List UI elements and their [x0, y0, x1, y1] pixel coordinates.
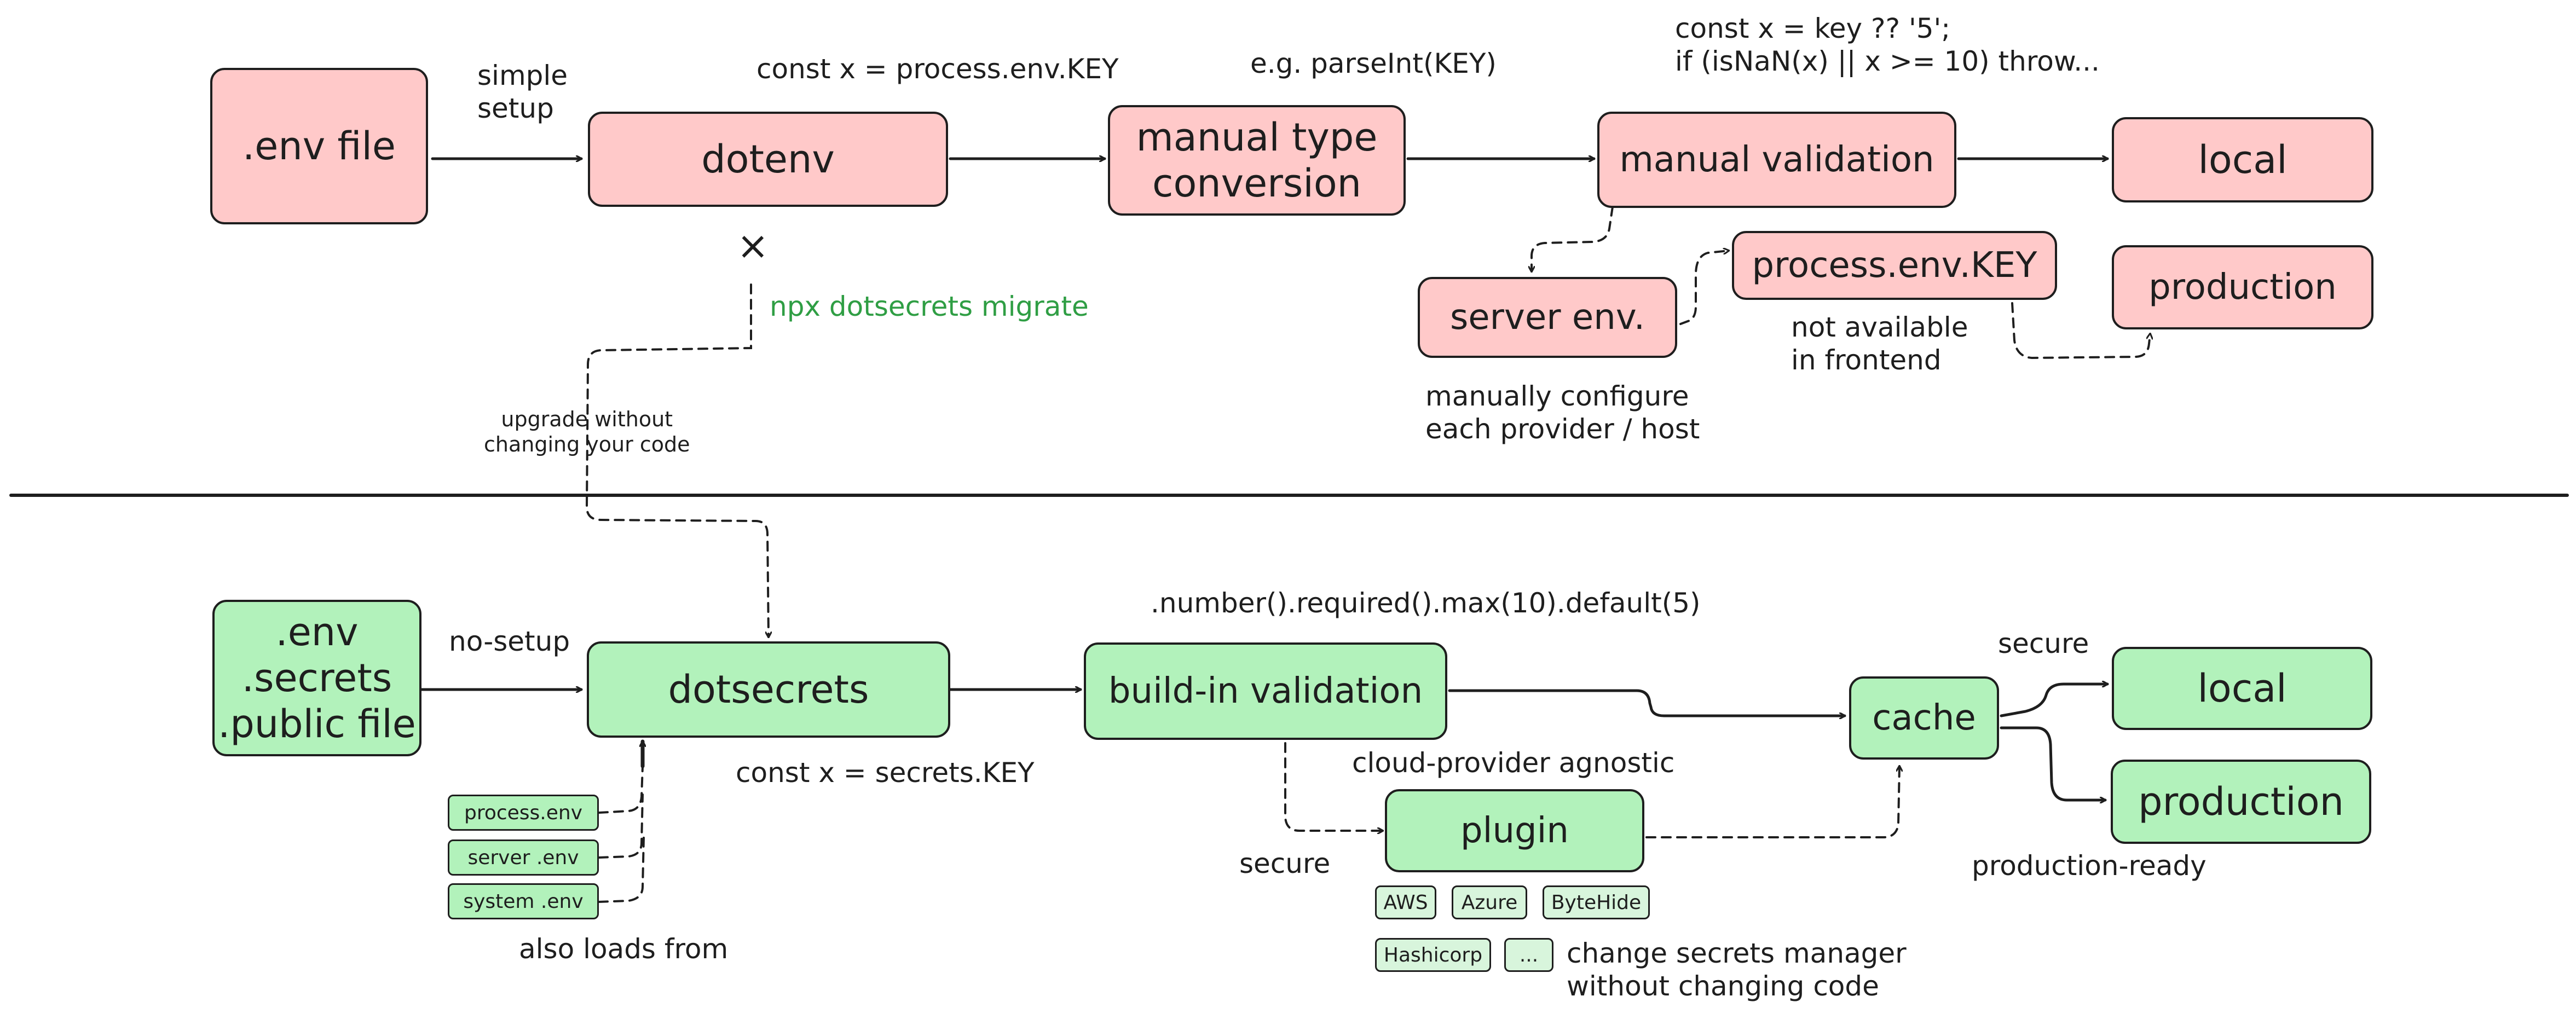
- not-available-label: not available in frontend: [1791, 311, 1968, 376]
- no-setup-label: no-setup: [449, 626, 570, 657]
- local-box-bottom: local: [2112, 647, 2372, 730]
- arrow-validation-to-cache: [1448, 689, 1846, 716]
- dashed-plugin-to-cache: [1645, 766, 1899, 838]
- env-secrets-public-box: .env .secrets .public file: [212, 600, 421, 756]
- change-manager-label: change secrets manager without changing …: [1567, 937, 1907, 1002]
- manual-validation-box: manual validation: [1597, 112, 1956, 208]
- dashed-processenv-to-production: [2011, 302, 2150, 360]
- server-env-box: server env.: [1418, 277, 1677, 358]
- manual-type-conversion-box: manual type conversion: [1108, 105, 1406, 216]
- arrow-cache-to-local: [2000, 684, 2109, 717]
- provider-chip-aws: AWS: [1375, 885, 1436, 919]
- const-secrets-label: const x = secrets.KEY: [736, 757, 1035, 789]
- migrate-command-label: npx dotsecrets migrate: [770, 291, 1089, 322]
- close-icon: ×: [737, 223, 769, 268]
- simple-setup-label: simple setup: [477, 60, 568, 124]
- dotenv-box: dotenv: [588, 112, 948, 207]
- dashed-validation-to-plugin: [1284, 742, 1384, 831]
- upgrade-label: upgrade without changing your code: [484, 407, 690, 456]
- secure-label-cache: secure: [1998, 628, 2089, 659]
- validation-code-label: const x = key ?? '5'; if (isNaN(x) || x …: [1675, 13, 2100, 77]
- secure-label-plugin: secure: [1239, 848, 1331, 879]
- plugin-box: plugin: [1385, 789, 1644, 872]
- production-box-top: production: [2112, 245, 2373, 329]
- chain-label: .number().required().max(10).default(5): [1151, 587, 1701, 619]
- env-file-box: .env file: [210, 68, 428, 224]
- loader-chip-system-env: system .env: [448, 883, 599, 919]
- local-box-top: local: [2112, 117, 2373, 202]
- production-ready-label: production-ready: [1972, 850, 2207, 882]
- production-box-bottom: production: [2111, 760, 2371, 844]
- dashed-loaders-to-dotsecrets: [598, 765, 645, 903]
- cache-box: cache: [1849, 676, 1999, 760]
- const-process-label: const x = process.env.KEY: [756, 53, 1119, 85]
- provider-chip-bytehide: ByteHide: [1543, 885, 1650, 919]
- loader-chip-server-env: server .env: [448, 839, 599, 876]
- cloud-agnostic-label: cloud-provider agnostic: [1352, 747, 1675, 779]
- arrow-cache-to-production: [2000, 726, 2107, 800]
- also-loads-label: also loads from: [519, 933, 729, 965]
- process-env-key-box: process.env.KEY: [1732, 231, 2057, 300]
- provider-chip-azure: Azure: [1452, 885, 1527, 919]
- dashed-validation-to-server: [1532, 206, 1614, 273]
- dashed-server-to-processenv: [1679, 251, 1729, 325]
- loader-chip-process-env: process.env: [448, 795, 599, 831]
- manually-configure-label: manually configure each provider / host: [1425, 380, 1700, 445]
- parseint-label: e.g. parseInt(KEY): [1250, 48, 1497, 79]
- dotsecrets-box: dotsecrets: [587, 641, 950, 738]
- build-in-validation-box: build-in validation: [1084, 642, 1447, 740]
- migrate-dashed-path: [585, 283, 769, 637]
- provider-chip-more: ...: [1504, 938, 1553, 972]
- provider-chip-hashicorp: Hashicorp: [1375, 938, 1491, 972]
